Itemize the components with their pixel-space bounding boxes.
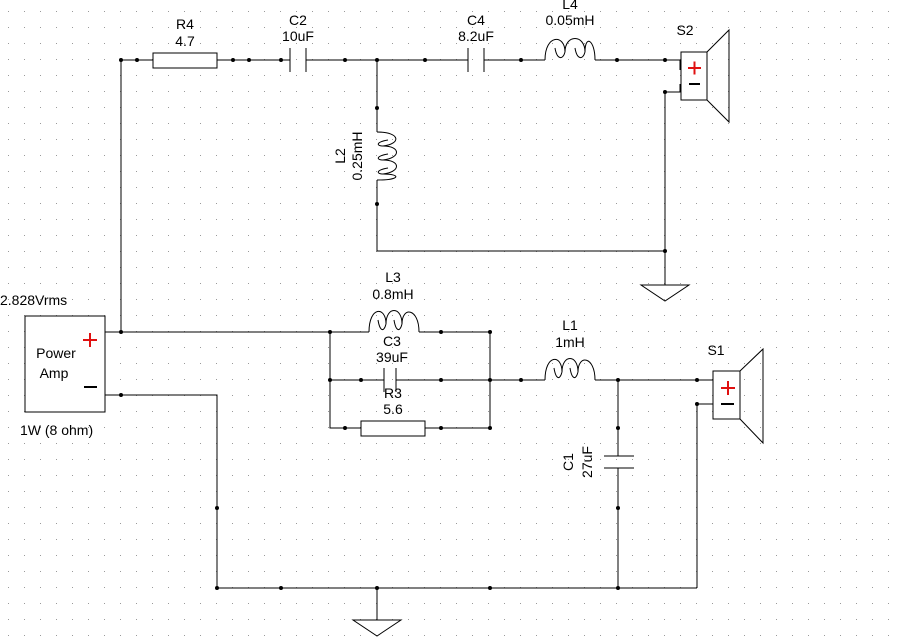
c4-ref-label: C4 — [467, 12, 485, 28]
inductor-l2[interactable]: L2 0.25mH — [332, 131, 397, 181]
c2-ref-label: C2 — [289, 12, 307, 28]
l1-value-label: 1mH — [555, 334, 585, 350]
capacitor-c3[interactable]: C3 39uF — [376, 333, 408, 392]
c4-value-label: 8.2uF — [458, 28, 494, 44]
junction-dots — [119, 58, 699, 590]
l3-value-label: 0.8mH — [372, 286, 413, 302]
c3-ref-label: C3 — [383, 333, 401, 349]
c1-value-label: 27uF — [579, 446, 595, 478]
wire-s2-negative — [664, 84, 681, 285]
l3-ref-label: L3 — [385, 269, 401, 285]
l2-ref-label: L2 — [332, 148, 348, 164]
amp-label-line1: Power — [36, 345, 76, 361]
l4-value-label: 0.05mH — [545, 12, 594, 28]
resistor-r4[interactable]: R4 4.7 — [152, 16, 218, 69]
speaker-s2[interactable]: S2 — [676, 22, 730, 124]
amp-rating-label: 1W (8 ohm) — [20, 422, 93, 438]
wire-amp-negative — [105, 394, 697, 589]
amp-voltage-label: 2.828Vrms — [0, 292, 67, 308]
r3-ref-label: R3 — [384, 385, 402, 401]
capacitor-c1[interactable]: C1 27uF — [560, 446, 634, 478]
wire-l4-s2 — [595, 59, 681, 70]
inductor-l1[interactable]: L1 1mH — [544, 317, 596, 381]
capacitor-c2[interactable]: C2 10uF — [282, 12, 314, 72]
l1-ref-label: L1 — [562, 317, 578, 333]
r3-value-label: 5.6 — [383, 401, 403, 417]
inductor-l3[interactable]: L3 0.8mH — [368, 269, 420, 333]
l4-ref-label: L4 — [562, 0, 578, 12]
speaker-s1[interactable]: S1 — [707, 342, 764, 445]
wire-left-bus — [329, 332, 361, 429]
c1-ref-label: C1 — [560, 453, 576, 471]
resistor-r3[interactable]: R3 5.6 — [360, 385, 426, 437]
ground-symbol-top — [639, 284, 691, 302]
r4-ref-label: R4 — [176, 16, 194, 32]
l2-value-label: 0.25mH — [349, 131, 365, 180]
s1-ref-label: S1 — [707, 342, 724, 358]
power-amp[interactable]: Power Amp 2.828Vrms 1W (8 ohm) — [0, 292, 106, 438]
ground-symbol-bottom — [351, 619, 403, 637]
amp-label-line2: Amp — [40, 365, 69, 381]
r4-value-label: 4.7 — [175, 33, 195, 49]
inductor-l4[interactable]: L4 0.05mH — [544, 0, 596, 61]
s2-ref-label: S2 — [676, 22, 693, 38]
capacitor-c4[interactable]: C4 8.2uF — [458, 12, 494, 72]
c2-value-label: 10uF — [282, 28, 314, 44]
c3-value-label: 39uF — [376, 349, 408, 365]
